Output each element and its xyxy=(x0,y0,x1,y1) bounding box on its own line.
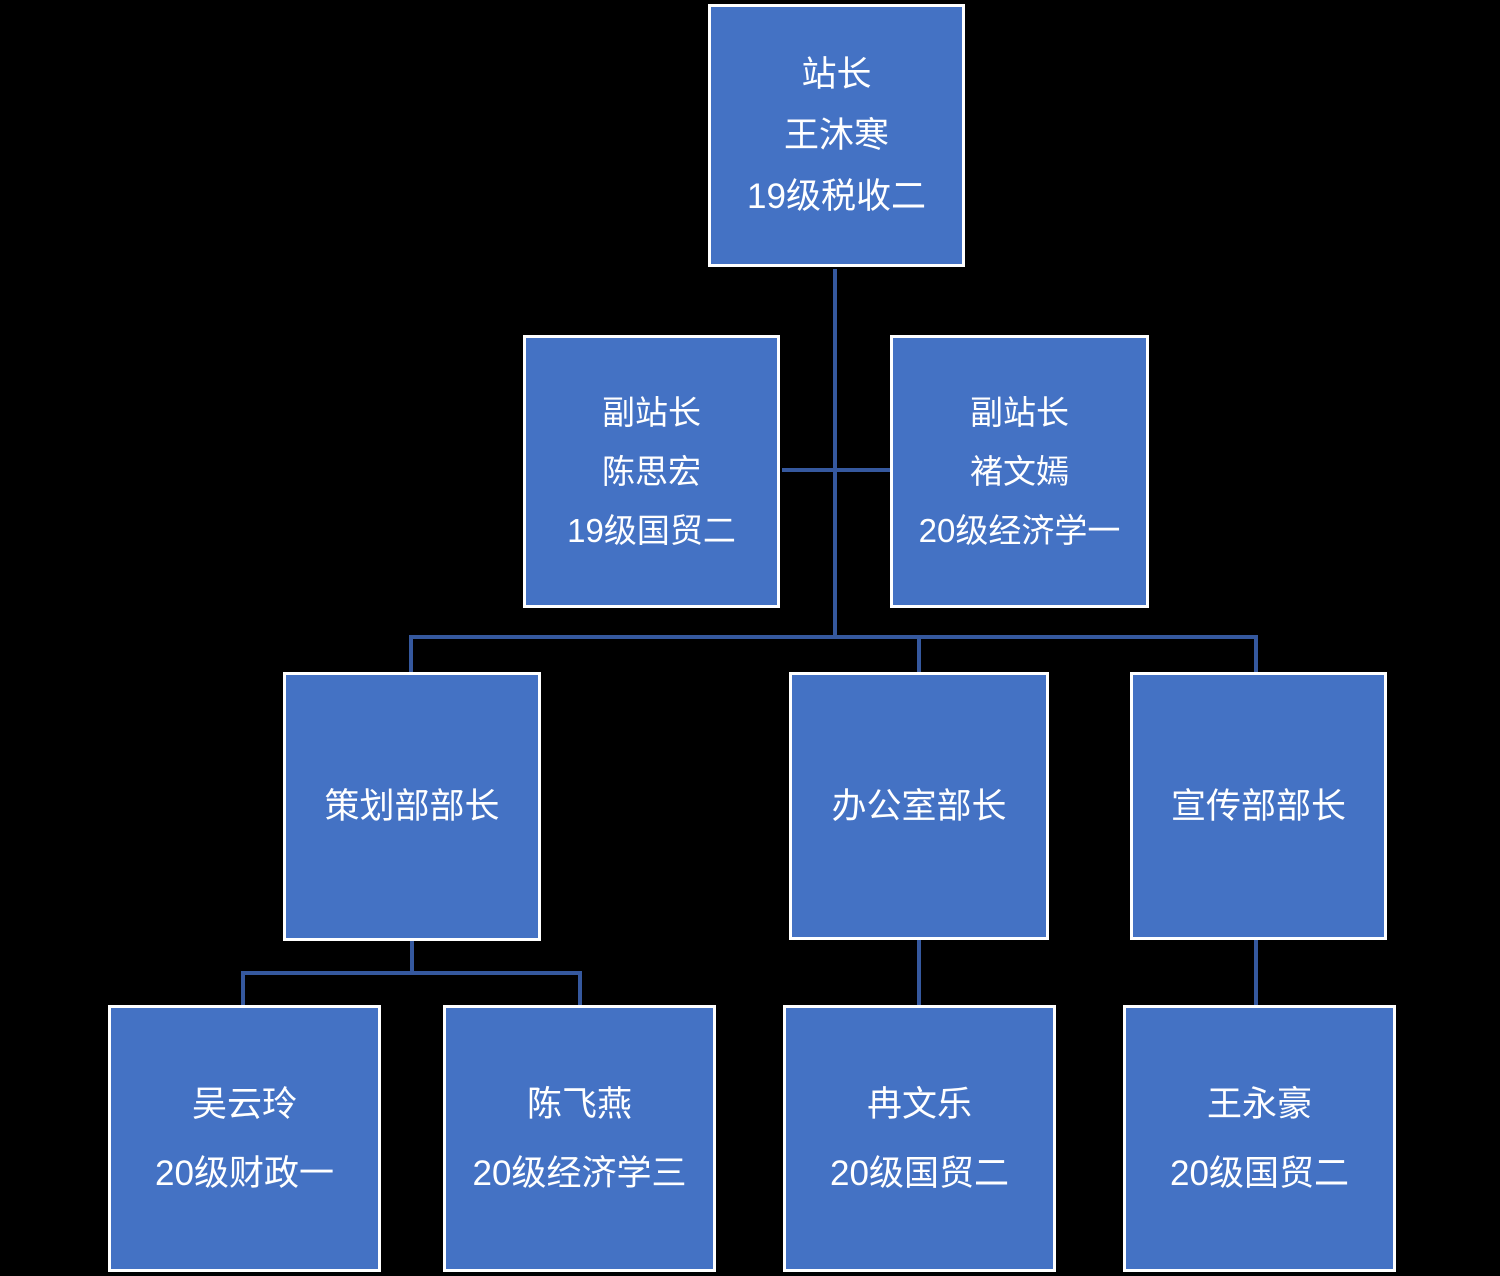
connector-dept3-stub xyxy=(1254,635,1258,673)
connector-member1-stub xyxy=(241,971,245,1007)
org-node-vice-1: 副站长 陈思宏 19级国贸二 xyxy=(523,335,780,608)
connector-vices-horizontal xyxy=(782,468,890,472)
org-node-dept-publicity: 宣传部部长 xyxy=(1130,672,1387,940)
vice1-class-label: 19级国贸二 xyxy=(567,512,736,549)
dept1-title-label: 策划部部长 xyxy=(324,787,500,826)
vice1-role-label: 副站长 xyxy=(602,394,701,431)
org-node-member-2: 陈飞燕 20级经济学三 xyxy=(443,1005,716,1272)
connector-dept1-down xyxy=(410,939,414,975)
org-node-member-1: 吴云玲 20级财政一 xyxy=(108,1005,381,1272)
dept2-title-label: 办公室部长 xyxy=(831,786,1007,826)
connector-chief-down xyxy=(833,269,837,639)
connector-dept3-down xyxy=(1254,938,1258,1007)
connector-members-horizontal xyxy=(241,971,582,975)
chief-role-label: 站长 xyxy=(801,55,872,94)
member2-name-label: 陈飞燕 xyxy=(526,1084,632,1124)
chief-name-label: 王沐寒 xyxy=(783,116,889,155)
dept3-title-label: 宣传部部长 xyxy=(1170,786,1346,826)
chief-class-label: 19级税收二 xyxy=(747,177,926,216)
member1-class-label: 20级财政一 xyxy=(155,1153,334,1193)
org-node-vice-2: 副站长 褚文嫣 20级经济学一 xyxy=(890,335,1149,608)
vice2-name-label: 褚文嫣 xyxy=(970,453,1069,490)
member2-class-label: 20级经济学三 xyxy=(472,1153,687,1193)
vice1-name-label: 陈思宏 xyxy=(602,453,701,490)
connector-departments-horizontal xyxy=(409,635,1258,639)
vice2-role-label: 副站长 xyxy=(970,394,1069,431)
vice2-class-label: 20级经济学一 xyxy=(918,512,1121,549)
member4-class-label: 20级国贸二 xyxy=(1170,1153,1349,1193)
connector-dept2-down xyxy=(917,938,921,1007)
member3-name-label: 冉文乐 xyxy=(866,1084,972,1124)
connector-dept2-stub xyxy=(917,635,921,673)
org-node-dept-planning: 策划部部长 xyxy=(283,672,541,941)
member3-class-label: 20级国贸二 xyxy=(830,1153,1009,1193)
org-node-member-3: 冉文乐 20级国贸二 xyxy=(783,1005,1056,1272)
member1-name-label: 吴云玲 xyxy=(191,1084,297,1124)
org-node-chief: 站长 王沐寒 19级税收二 xyxy=(708,4,965,267)
connector-member2-stub xyxy=(578,971,582,1007)
member4-name-label: 王永豪 xyxy=(1206,1084,1312,1124)
org-node-member-4: 王永豪 20级国贸二 xyxy=(1123,1005,1396,1272)
org-node-dept-office: 办公室部长 xyxy=(789,672,1049,940)
connector-dept1-stub xyxy=(409,635,413,673)
